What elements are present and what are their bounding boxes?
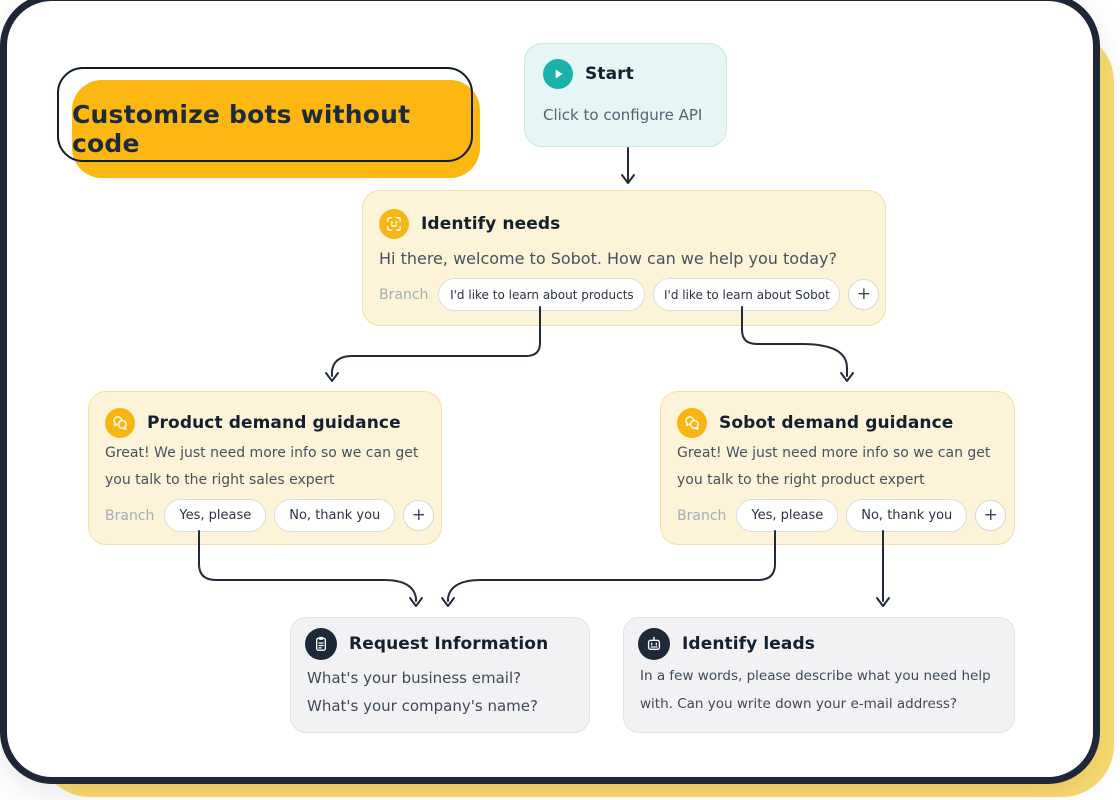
node-sobot-guidance[interactable]: Sobot demand guidance Great! We just nee…: [660, 391, 1015, 545]
node-request-information-title: Request Information: [349, 634, 549, 654]
play-icon: [543, 59, 573, 89]
node-product-guidance-line2: you talk to the right sales expert: [105, 472, 335, 488]
branch-pill-yes-please[interactable]: Yes, please: [164, 499, 267, 532]
branch-pill-no-thank-you[interactable]: No, thank you: [274, 499, 396, 532]
node-start-subtitle: Click to configure API: [543, 106, 703, 124]
node-identify-needs-message: Hi there, welcome to Sobot. How can we h…: [379, 249, 837, 268]
node-sobot-guidance-line2: you talk to the right product expert: [677, 472, 925, 488]
node-identify-leads-title: Identify leads: [682, 634, 815, 654]
chat-bubbles-icon: [677, 408, 707, 438]
node-identify-needs[interactable]: Identify needs Hi there, welcome to Sobo…: [362, 190, 886, 326]
node-sobot-guidance-title: Sobot demand guidance: [719, 413, 954, 433]
node-start-title: Start: [585, 64, 634, 84]
branch-label: Branch: [677, 507, 727, 524]
node-identify-leads-line2: with. Can you write down your e-mail add…: [640, 696, 958, 712]
node-sobot-guidance-line1: Great! We just need more info so we can …: [677, 445, 991, 461]
add-branch-button[interactable]: +: [975, 500, 1007, 531]
node-request-information-line1: What's your business email?: [307, 669, 522, 687]
node-request-information[interactable]: Request Information What's your business…: [290, 617, 590, 733]
clipboard-icon: [305, 628, 337, 660]
node-product-guidance[interactable]: Product demand guidance Great! We just n…: [88, 391, 442, 545]
branch-pill-no-thank-you[interactable]: No, thank you: [846, 499, 968, 532]
robot-icon: [638, 628, 670, 660]
branch-pill-learn-products[interactable]: I'd like to learn about products: [438, 278, 646, 311]
node-product-guidance-line1: Great! We just need more info so we can …: [105, 445, 419, 461]
add-branch-button[interactable]: +: [403, 500, 435, 531]
node-identify-leads[interactable]: Identify leads In a few words, please de…: [623, 617, 1015, 733]
chat-bubbles-icon: [105, 408, 135, 438]
branch-label: Branch: [105, 507, 155, 524]
node-product-guidance-title: Product demand guidance: [147, 413, 401, 433]
branch-label: Branch: [379, 286, 429, 303]
branch-pill-learn-sobot[interactable]: I'd like to learn about Sobot: [653, 278, 841, 311]
face-scan-icon: [379, 209, 409, 239]
node-identify-needs-title: Identify needs: [421, 214, 561, 234]
node-request-information-line2: What's your company's name?: [307, 697, 538, 715]
branch-pill-yes-please[interactable]: Yes, please: [736, 499, 839, 532]
node-start[interactable]: Start Click to configure API: [524, 43, 727, 147]
add-branch-button[interactable]: +: [848, 279, 880, 310]
headline-badge-outline: [57, 67, 473, 162]
headline-text: Customize bots without code: [72, 100, 411, 158]
node-identify-leads-line1: In a few words, please describe what you…: [640, 668, 991, 684]
